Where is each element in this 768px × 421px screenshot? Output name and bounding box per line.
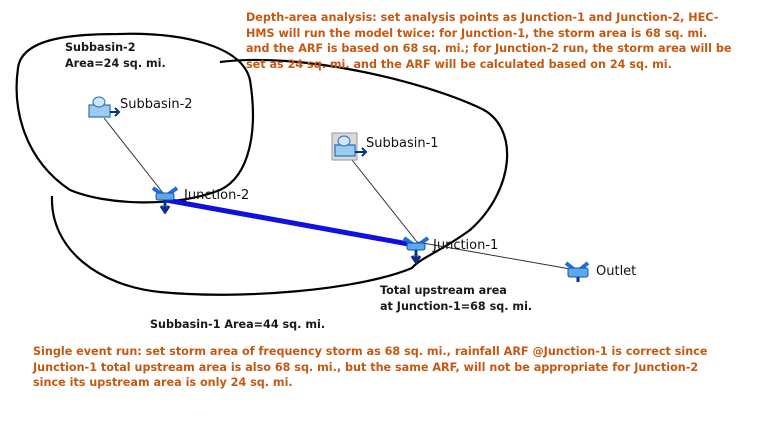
total-upstream-area-note: Total upstream area at Junction-1=68 sq.… (380, 284, 533, 313)
junction-2-label[interactable]: Junction-2 (184, 188, 250, 203)
subbasin-1-label[interactable]: Subbasin-1 (366, 136, 439, 151)
reach-junction2-junction1[interactable] (165, 197, 415, 248)
link-junction1-outlet (416, 241, 577, 271)
subbasin-2-icon[interactable] (86, 94, 122, 122)
link-subbasin1-junction1 (351, 159, 418, 243)
outlet-icon[interactable] (564, 260, 596, 284)
depth-area-analysis-note: Depth-area analysis: set analysis points… (246, 11, 732, 71)
subbasin-1-area-note: Subbasin-1 Area=44 sq. mi. (150, 318, 326, 331)
junction-1-label[interactable]: Junction-1 (433, 238, 499, 253)
subbasin-2-boundary (15, 32, 255, 204)
subbasin-2-area-note: Subbasin-2 Area=24 sq. mi. (65, 41, 166, 70)
outlet-label[interactable]: Outlet (596, 264, 637, 279)
single-event-run-note: Single event run: set storm area of freq… (33, 345, 708, 389)
subbasin-2-label[interactable]: Subbasin-2 (120, 97, 193, 112)
junction-2-icon[interactable] (151, 182, 181, 214)
junction-1-icon[interactable] (402, 232, 432, 264)
link-subbasin2-junction2 (103, 117, 164, 194)
subbasin-1-boundary (50, 58, 509, 296)
subbasin-1-icon[interactable] (331, 132, 369, 162)
